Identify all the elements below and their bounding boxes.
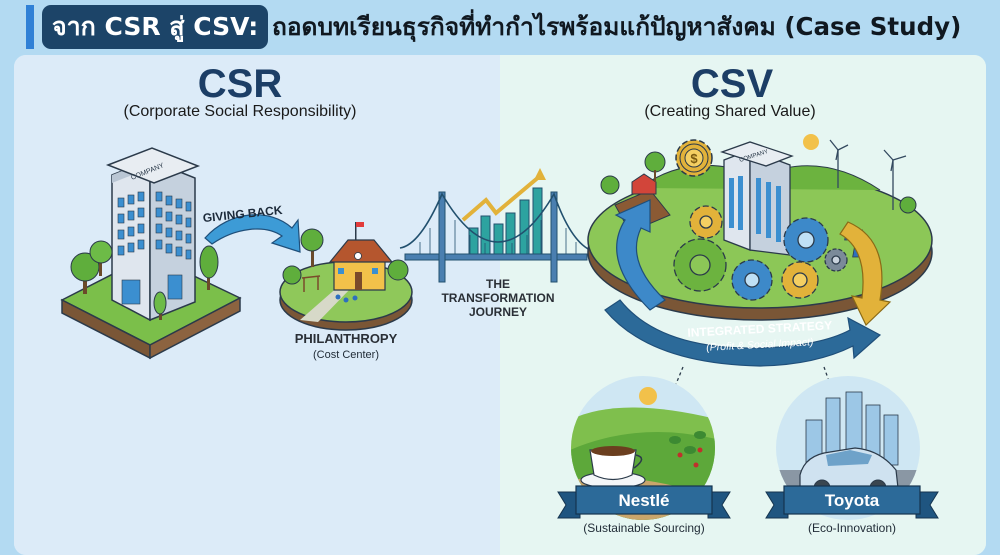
company-building-icon: COMPANY: [60, 147, 242, 360]
cost-center-label: (Cost Center): [313, 349, 379, 361]
journey-line3: JOURNEY: [469, 305, 527, 319]
school-island-icon: [279, 222, 413, 331]
toyota-name: Toyota: [825, 491, 880, 510]
svg-text:$: $: [690, 151, 698, 166]
nestle-name: Nestlé: [618, 491, 669, 510]
csr-subtitle: (Corporate Social Responsibility): [123, 103, 357, 120]
bridge-icon: [399, 168, 591, 283]
journey-line1: THE: [486, 277, 510, 291]
title-highlight: จาก CSR สู่ CSV:: [42, 5, 269, 49]
nestle-caption: (Sustainable Sourcing): [583, 521, 704, 535]
csv-ecosystem-icon: $ COMPANY: [587, 134, 933, 367]
giving-back-arrow-icon: [204, 214, 301, 253]
title-accent-bar: [26, 5, 34, 49]
page-title: ถอดบทเรียนธุรกิจที่ทำกำไรพร้อมแก้ปัญหาสั…: [272, 12, 962, 41]
journey-line2: TRANSFORMATION: [441, 291, 554, 305]
toyota-ribbon: [765, 485, 939, 519]
profit-social-label: (Profit & Social Impact): [706, 336, 814, 354]
csr-title: CSR: [197, 62, 283, 106]
nestle-ribbon: [557, 485, 731, 519]
tree-icon: [70, 240, 219, 320]
csv-title: CSV: [690, 62, 774, 106]
dollar-gear-icon: $: [675, 139, 713, 177]
gears-icon: [673, 205, 848, 301]
toyota-caption: (Eco-Innovation): [808, 521, 896, 535]
philanthropy-label: PHILANTHROPY: [295, 331, 398, 346]
csv-subtitle: (Creating Shared Value): [644, 103, 816, 120]
